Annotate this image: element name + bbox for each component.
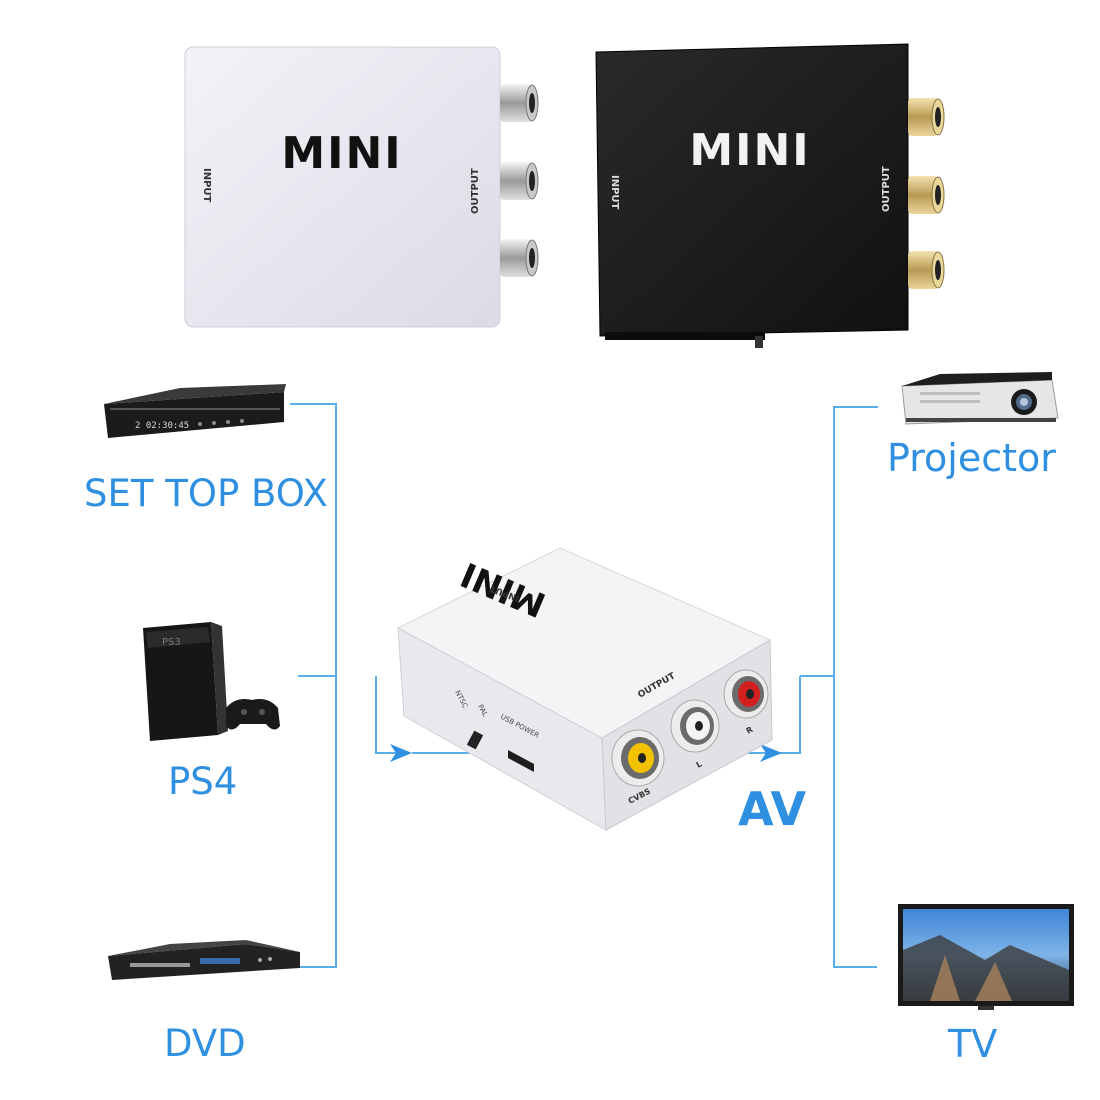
- source-label-dvd: DVD: [164, 1022, 246, 1065]
- black-adapter-rca-jacks: [908, 98, 945, 289]
- set-top-box-icon: 2 02:30:45: [104, 384, 286, 438]
- port-label-r: R: [745, 725, 755, 736]
- white-adapter-input-label: INPUT: [201, 168, 212, 203]
- black-adapter-brand: MINI: [689, 125, 810, 176]
- black-adapter-output-label: OUTPUT: [881, 166, 892, 212]
- tv-icon: [898, 904, 1074, 1010]
- white-adapter-image: MINI INPUT OUTPUT: [184, 46, 539, 328]
- source-label-set-top-box: SET TOP BOX: [84, 472, 328, 515]
- rca-port-right: [723, 669, 769, 719]
- set-top-box-display: 2 02:30:45: [135, 421, 189, 431]
- input-bus-lines: [290, 403, 398, 968]
- dvd-player-icon: [108, 940, 300, 980]
- white-adapter-brand: MINI: [281, 128, 402, 179]
- svg-text:PS3: PS3: [162, 637, 181, 648]
- rca-port-cvbs: [611, 729, 665, 787]
- black-adapter-image: MINI INPUT OUTPUT: [595, 43, 945, 348]
- black-adapter-input-label: INPUT: [609, 175, 620, 210]
- rca-port-left: [670, 699, 720, 753]
- output-label-projector: Projector: [887, 436, 1056, 480]
- projector-icon: [901, 372, 1059, 425]
- center-converter-device: MINI INPUT OUTPUT NTSC PAL USB POWER CVB: [396, 547, 773, 831]
- usb-port: [508, 750, 534, 772]
- output-arrow-icon: [760, 744, 782, 762]
- game-console-icon: PS3: [143, 622, 280, 741]
- white-adapter-rca-jacks: [500, 84, 539, 277]
- white-adapter-output-label: OUTPUT: [470, 168, 481, 214]
- format-switch: [466, 730, 484, 750]
- output-label-tv: TV: [948, 1022, 998, 1066]
- port-label-l: L: [695, 759, 704, 769]
- source-label-ps4: PS4: [168, 760, 238, 803]
- signal-label-av: AV: [738, 782, 807, 836]
- input-arrow-icon: [390, 744, 412, 762]
